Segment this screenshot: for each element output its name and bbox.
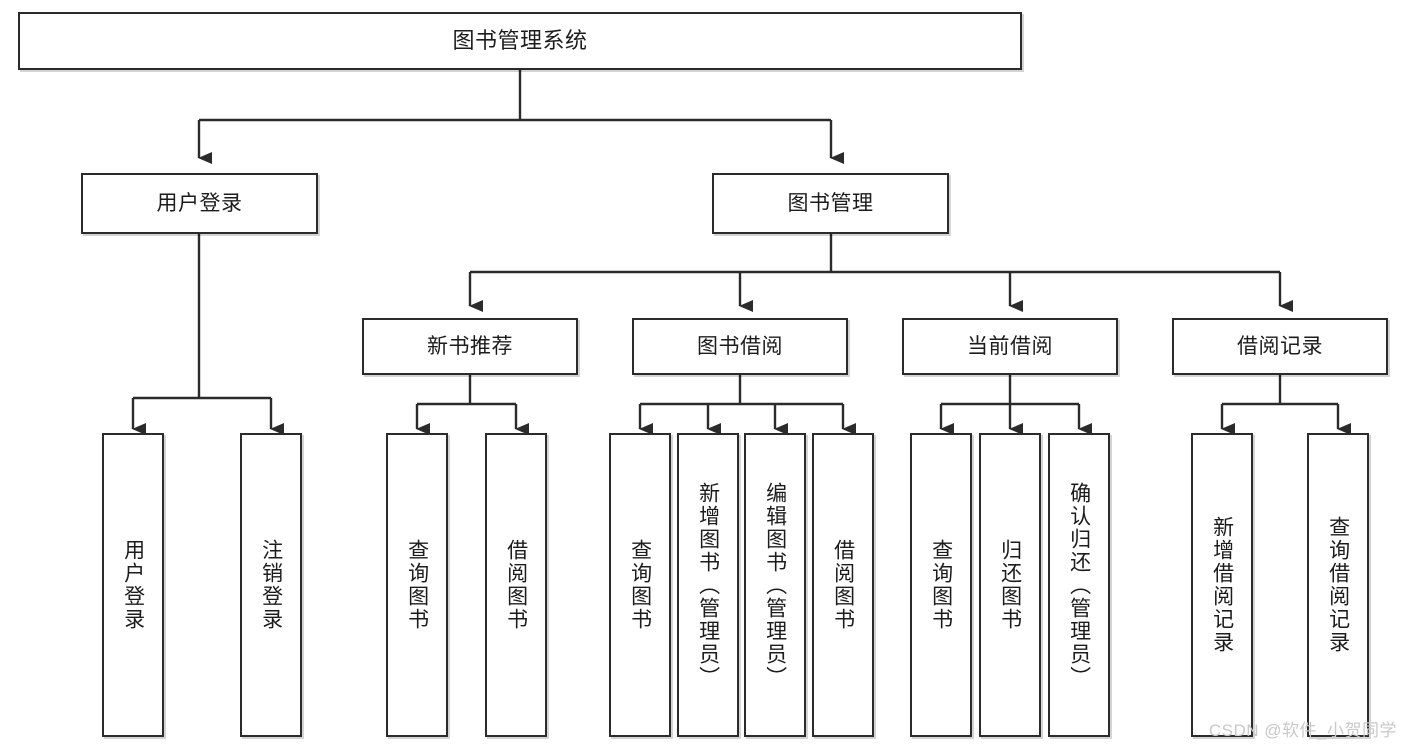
leaf-cb-confirm-return[interactable]: 确认归还（管理员） (1048, 433, 1110, 737)
node-book-manage-label: 图书管理 (787, 191, 874, 215)
node-borrow-record[interactable]: 借阅记录 (1172, 318, 1388, 375)
node-root-label: 图书管理系统 (452, 27, 588, 53)
node-user-login-label: 用户登录 (156, 191, 243, 215)
node-current-borrow-label: 当前借阅 (967, 334, 1053, 358)
csdn-watermark: CSDN @软件_小贺同学 (1208, 721, 1397, 740)
leaf-new-book-borrow-label: 借阅图书 (504, 539, 528, 631)
node-new-book-recommend-label: 新书推荐 (427, 334, 513, 358)
node-book-manage[interactable]: 图书管理 (712, 173, 949, 234)
leaf-bb-add-book[interactable]: 新增图书（管理员） (677, 433, 739, 737)
leaf-cb-return-book[interactable]: 归还图书 (979, 433, 1041, 737)
node-borrow-record-label: 借阅记录 (1237, 334, 1323, 358)
leaf-br-query-record[interactable]: 查询借阅记录 (1307, 433, 1369, 737)
leaf-bb-borrow-book-label: 借阅图书 (831, 539, 855, 631)
leaf-br-add-record-label: 新增借阅记录 (1210, 516, 1234, 654)
node-root[interactable]: 图书管理系统 (18, 12, 1022, 70)
leaf-new-book-borrow[interactable]: 借阅图书 (485, 433, 547, 737)
leaf-bb-edit-book[interactable]: 编辑图书（管理员） (744, 433, 806, 737)
leaf-bb-edit-book-label: 编辑图书（管理员） (763, 481, 787, 689)
leaf-bb-borrow-book[interactable]: 借阅图书 (812, 433, 874, 737)
leaf-new-book-query[interactable]: 查询图书 (386, 433, 448, 737)
node-book-borrow[interactable]: 图书借阅 (632, 318, 848, 375)
leaf-bb-query-book[interactable]: 查询图书 (609, 433, 671, 737)
leaf-br-add-record[interactable]: 新增借阅记录 (1191, 433, 1253, 737)
node-user-login[interactable]: 用户登录 (81, 173, 318, 234)
node-book-borrow-label: 图书借阅 (697, 334, 783, 358)
leaf-user-login-label: 用户登录 (121, 539, 145, 631)
leaf-cb-query-book-label: 查询图书 (929, 539, 953, 631)
leaf-bb-query-book-label: 查询图书 (628, 539, 652, 631)
leaf-cb-return-book-label: 归还图书 (998, 539, 1022, 631)
leaf-br-query-record-label: 查询借阅记录 (1326, 516, 1350, 654)
leaf-user-login[interactable]: 用户登录 (102, 433, 164, 737)
leaf-logout[interactable]: 注销登录 (240, 433, 302, 737)
node-new-book-recommend[interactable]: 新书推荐 (362, 318, 578, 375)
leaf-cb-confirm-return-label: 确认归还（管理员） (1067, 481, 1091, 689)
leaf-new-book-query-label: 查询图书 (405, 539, 429, 631)
leaf-logout-label: 注销登录 (259, 539, 283, 631)
node-current-borrow[interactable]: 当前借阅 (902, 318, 1118, 375)
leaf-cb-query-book[interactable]: 查询图书 (910, 433, 972, 737)
leaf-bb-add-book-label: 新增图书（管理员） (696, 481, 720, 689)
